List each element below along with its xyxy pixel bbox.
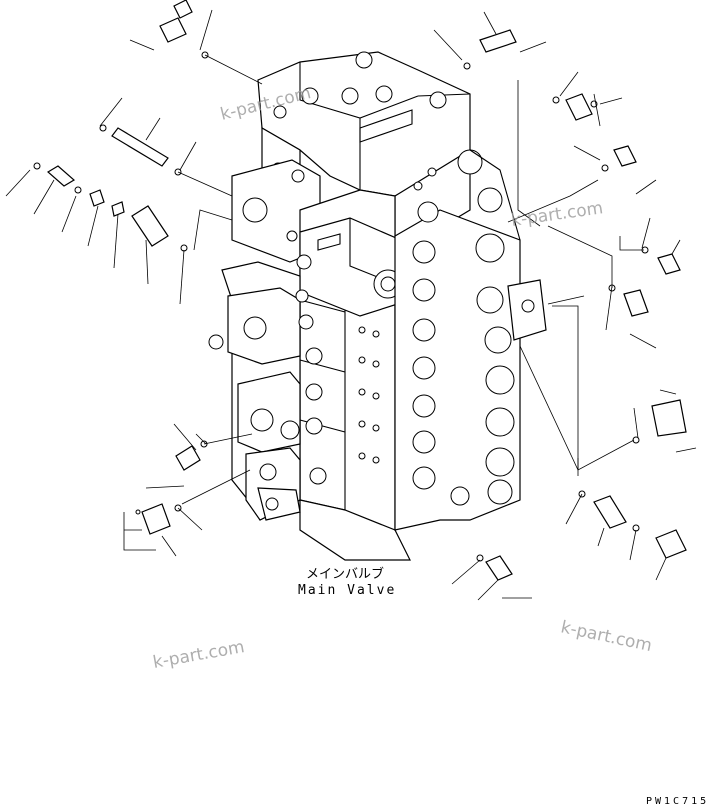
leader-lines	[5, 9, 697, 601]
watermark-right: k-part.com	[510, 198, 604, 231]
caption-english: Main Valve	[298, 583, 396, 598]
drawing-code: PW1C715	[646, 796, 709, 807]
watermark-bottom-right: k-part.com	[559, 617, 654, 656]
exploded-fittings	[33, 0, 687, 581]
watermark-bottom-left: k-part.com	[151, 637, 246, 673]
main-valve-body	[208, 51, 547, 561]
caption-japanese: メインバルブ	[306, 566, 384, 582]
